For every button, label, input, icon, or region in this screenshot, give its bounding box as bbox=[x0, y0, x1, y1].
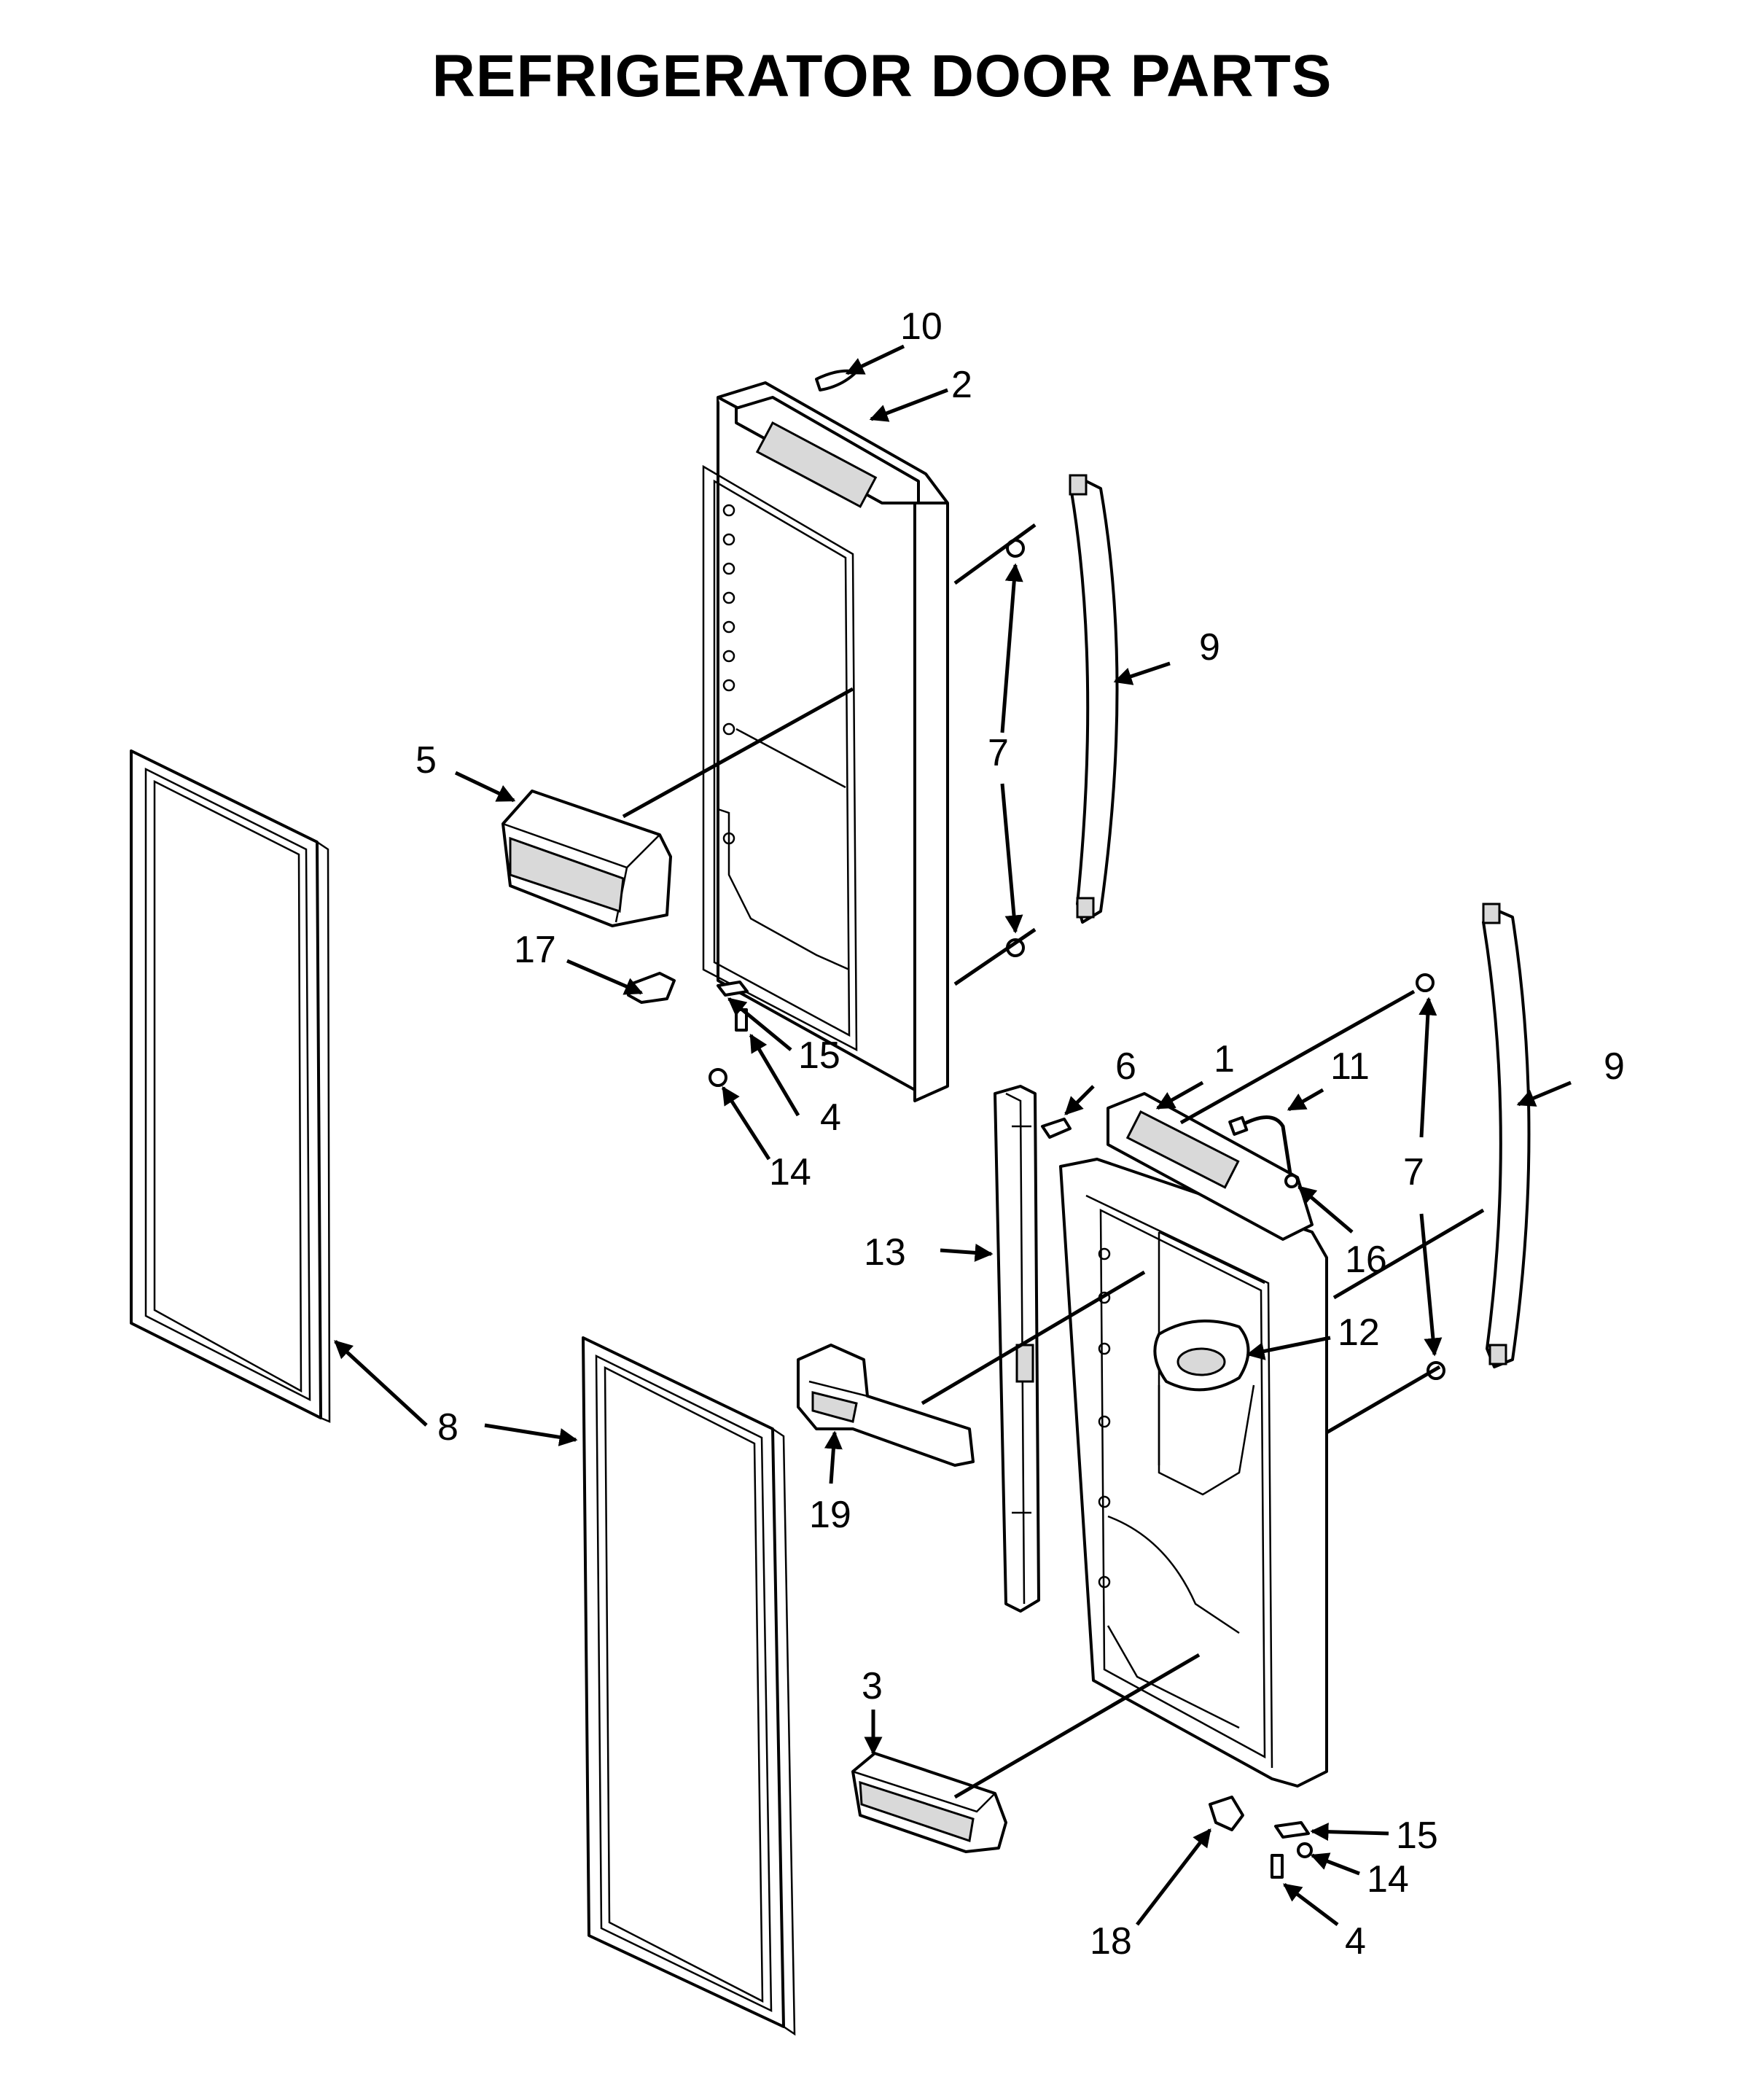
callout-11: 11 bbox=[1330, 1045, 1370, 1088]
leader-arrows bbox=[334, 344, 1572, 1926]
callout-10: 10 bbox=[900, 305, 943, 348]
callout-4-upper: 4 bbox=[820, 1096, 841, 1139]
washer-14-lower bbox=[1297, 1842, 1313, 1858]
callout-13: 13 bbox=[864, 1231, 906, 1274]
callout-15-lower: 15 bbox=[1396, 1815, 1438, 1857]
door-bin-19 bbox=[797, 1344, 975, 1467]
handle-mounting-studs-upper bbox=[1006, 539, 1025, 957]
door-gasket-right bbox=[582, 1336, 796, 2036]
water-tube-clip-16 bbox=[1284, 1174, 1299, 1188]
right-door-liner bbox=[1059, 1092, 1328, 1788]
callout-5: 5 bbox=[415, 739, 437, 782]
handle-mounting-studs-lower bbox=[1416, 973, 1445, 1380]
washer-14-upper bbox=[709, 1068, 727, 1087]
callout-14-lower: 14 bbox=[1367, 1858, 1409, 1901]
callout-18: 18 bbox=[1090, 1920, 1132, 1963]
callout-3: 3 bbox=[862, 1665, 883, 1707]
callout-6: 6 bbox=[1115, 1045, 1136, 1088]
callout-7-upper: 7 bbox=[988, 732, 1009, 774]
hinge-bracket-15-upper bbox=[717, 981, 749, 997]
door-bin-3 bbox=[851, 1752, 1007, 1853]
callout-1: 1 bbox=[1214, 1038, 1235, 1080]
left-door-liner bbox=[702, 381, 949, 1102]
callout-14-upper: 14 bbox=[769, 1151, 811, 1193]
callout-12: 12 bbox=[1338, 1312, 1380, 1354]
assembly-lines bbox=[622, 523, 1485, 1799]
door-closer-17 bbox=[627, 972, 676, 1004]
callout-15-upper: 15 bbox=[798, 1034, 840, 1077]
page-title: REFRIGERATOR DOOR PARTS bbox=[432, 43, 1332, 109]
callout-8: 8 bbox=[437, 1406, 458, 1449]
hinge-screw-6 bbox=[1041, 1118, 1072, 1139]
callout-4-lower: 4 bbox=[1345, 1920, 1366, 1963]
callout-7-lower: 7 bbox=[1403, 1151, 1424, 1193]
callout-16: 16 bbox=[1345, 1239, 1387, 1281]
water-tube-fitting bbox=[1228, 1115, 1249, 1136]
door-cap-part bbox=[815, 369, 858, 391]
hinge-bracket-15-lower bbox=[1274, 1821, 1310, 1839]
lower-door-handle bbox=[1482, 903, 1531, 1368]
callout-19: 19 bbox=[809, 1494, 851, 1536]
callout-2: 2 bbox=[951, 364, 972, 406]
upper-door-handle bbox=[1069, 474, 1119, 924]
callout-9-lower: 9 bbox=[1604, 1045, 1625, 1088]
door-closer-18 bbox=[1209, 1796, 1244, 1831]
water-tube-11 bbox=[1238, 1115, 1292, 1174]
door-bin-5 bbox=[502, 790, 672, 927]
door-gasket-left bbox=[130, 749, 331, 1423]
callout-9-upper: 9 bbox=[1199, 626, 1220, 669]
callout-labels: 10 2 9 7 5 17 15 4 14 1 6 11 9 7 16 13 1… bbox=[415, 305, 1625, 1963]
callout-17: 17 bbox=[514, 929, 556, 971]
hinge-pin-4-lower bbox=[1271, 1854, 1284, 1879]
